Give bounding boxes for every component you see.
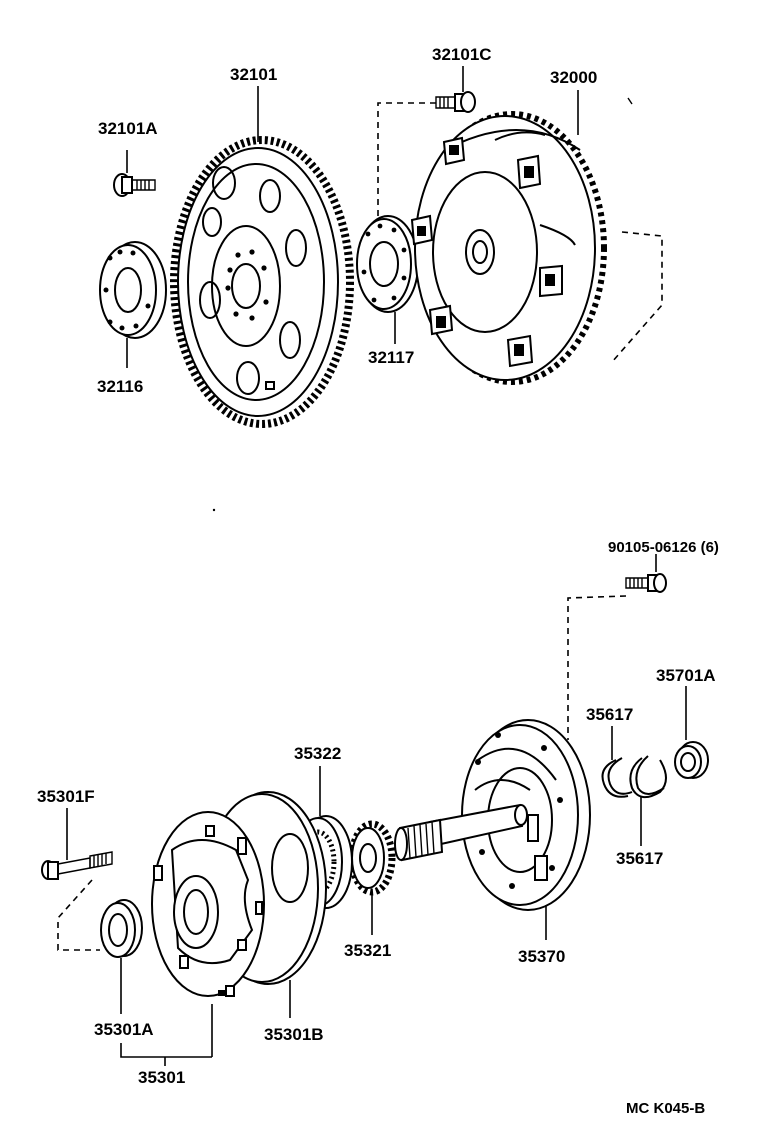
spacer-32117 (356, 215, 419, 313)
bolt-90105-06126 (625, 573, 667, 593)
stray-dot (212, 508, 216, 512)
label-32101a: 32101A (98, 119, 158, 138)
dashed-ref-32000 (611, 231, 663, 363)
label-35617-bottom: 35617 (616, 849, 663, 868)
label-35617-top: 35617 (586, 705, 633, 724)
label-32117: 32117 (368, 348, 414, 367)
bracket-35301 (120, 1043, 212, 1058)
label-35701a: 35701A (656, 666, 716, 685)
tick-mark (627, 97, 633, 105)
oil-seal-35301a (100, 899, 143, 958)
diagram-code: MC K045-B (626, 1100, 705, 1117)
label-35301: 35301 (138, 1068, 185, 1087)
label-35322: 35322 (294, 744, 341, 763)
label-90105-06126: 90105-06126 (6) (608, 539, 719, 556)
dashed-ref-35301f (57, 879, 100, 951)
stator-shaft-35370 (394, 719, 591, 911)
label-32116: 32116 (97, 377, 143, 396)
label-35301a: 35301A (94, 1020, 154, 1039)
pump-cover-35301 (151, 811, 265, 997)
bolt-35301f (41, 851, 113, 880)
label-35321: 35321 (344, 941, 391, 960)
dashed-ref-90105 (567, 595, 627, 740)
seal-ring-35617-a (601, 757, 633, 798)
label-32101: 32101 (230, 65, 277, 84)
label-35370: 35370 (518, 947, 565, 966)
bolt-32101c (435, 91, 476, 113)
dashed-ref-32101c (377, 102, 436, 218)
drive-plate-32101 (170, 136, 354, 428)
label-35301b: 35301B (264, 1025, 324, 1044)
seal-35701a (674, 741, 709, 779)
label-32000: 32000 (550, 68, 597, 87)
drive-gear-35321 (348, 820, 396, 896)
bolt-32101a (113, 173, 156, 197)
spacer-32116 (99, 241, 167, 339)
seal-ring-35617-b (629, 755, 667, 799)
label-32101c: 32101C (432, 45, 492, 64)
torque-converter-32000 (410, 111, 607, 385)
label-35301f: 35301F (37, 787, 95, 806)
